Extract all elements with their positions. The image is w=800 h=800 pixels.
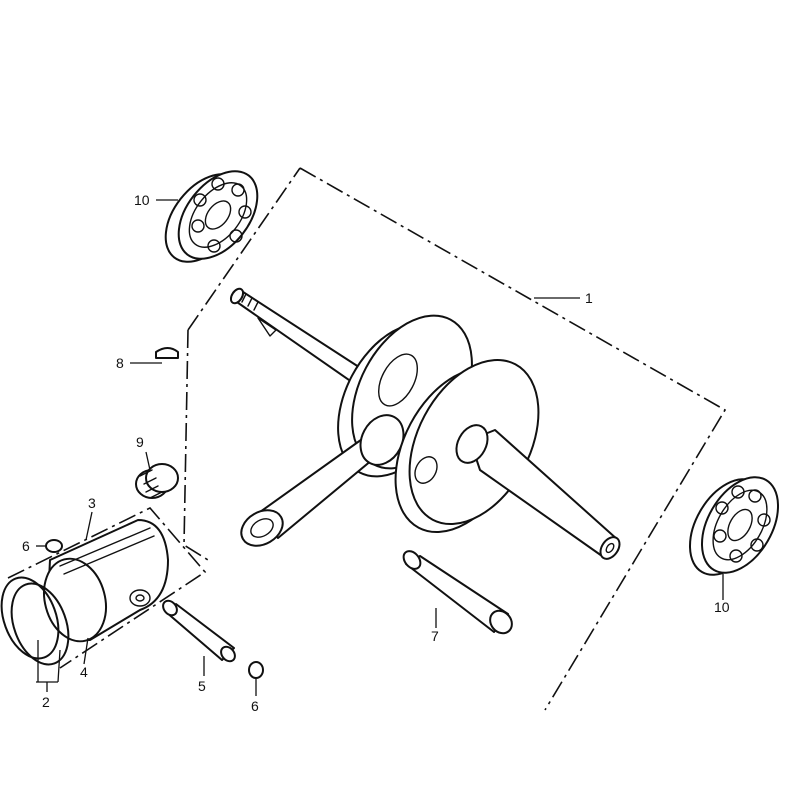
needle-bearing	[135, 463, 179, 499]
callout-6-left: 6	[22, 538, 30, 554]
piston-pin	[162, 599, 236, 663]
leader-lines	[36, 199, 724, 696]
callout-1: 1	[585, 290, 593, 306]
callout-7: 7	[431, 628, 439, 644]
piston-assembly-frame	[7, 507, 207, 669]
callout-10-top: 10	[134, 192, 150, 208]
crankshaft	[229, 287, 621, 560]
callout-8: 8	[116, 355, 124, 371]
callout-6-right: 6	[251, 698, 259, 714]
woodruff-key	[155, 347, 179, 359]
ball-bearing-right	[689, 476, 779, 576]
callout-9: 9	[136, 434, 144, 450]
pin-clip-right	[248, 661, 264, 679]
callout-2: 2	[42, 694, 50, 710]
ball-bearing-top	[164, 170, 259, 263]
callout-3: 3	[88, 495, 96, 511]
crankshaft-assembly-frame	[183, 167, 727, 711]
piston	[43, 519, 169, 643]
callout-10-right: 10	[714, 599, 730, 615]
callout-5: 5	[198, 678, 206, 694]
crank-pin	[402, 550, 513, 635]
callout-4: 4	[80, 664, 88, 680]
pin-clip-left	[45, 539, 63, 553]
piston-ring-set	[0, 576, 70, 666]
callout-numbers: 10 1 8 9 3 6 4 2 5 6 7 10	[22, 192, 730, 714]
